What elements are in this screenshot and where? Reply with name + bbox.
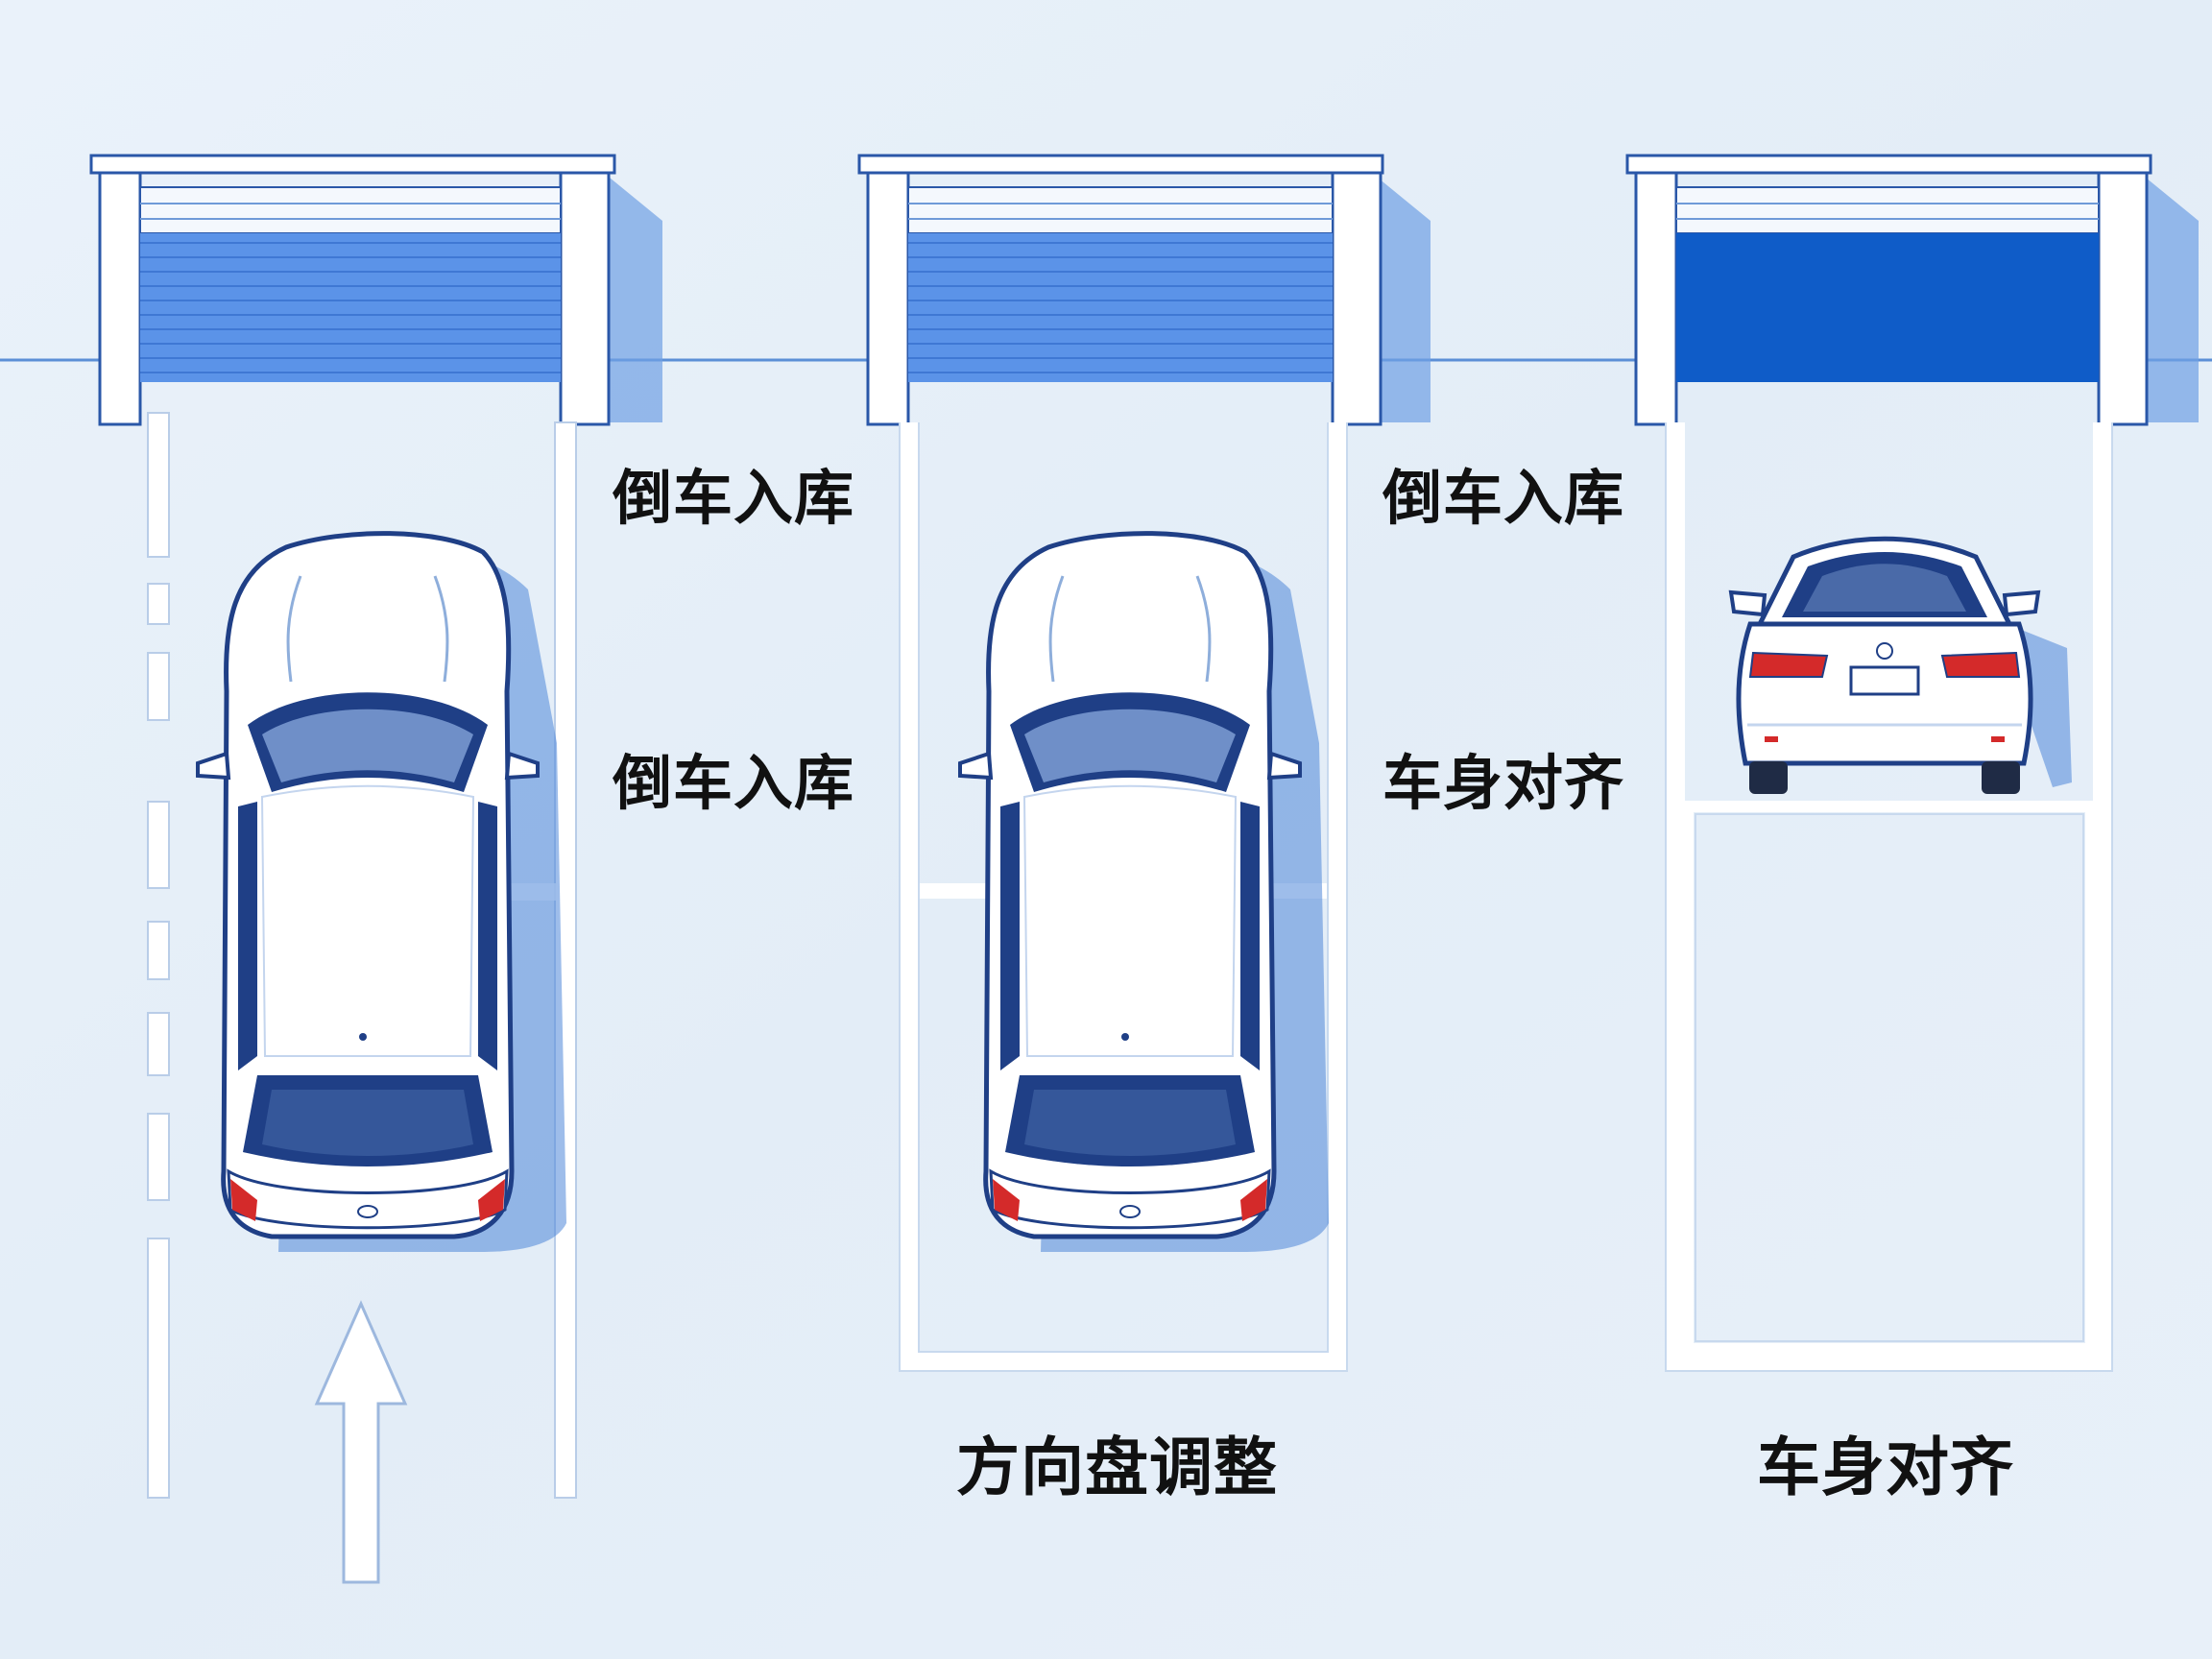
label-reverse-parking-1: 倒车入库 <box>613 463 855 533</box>
label-steering-adjust: 方向盘调整 <box>956 1431 1278 1504</box>
garage-icon <box>89 154 662 426</box>
car-top-view-icon <box>196 531 566 1252</box>
label-reverse-parking-3: 倒车入库 <box>1382 463 1625 533</box>
parking-bay <box>1666 422 2112 1371</box>
label-body-alignment-2: 车身对齐 <box>1757 1431 2014 1504</box>
label-reverse-parking-2: 倒车入库 <box>613 748 855 818</box>
lane-markings <box>147 412 577 1499</box>
garage-icon <box>1625 154 2199 426</box>
garage-icon <box>857 154 1431 426</box>
label-body-alignment-1: 车身对齐 <box>1382 748 1625 818</box>
car-top-view-icon <box>958 531 1329 1252</box>
up-arrow-icon <box>314 1300 408 1584</box>
car-rear-view-icon <box>1728 536 2072 794</box>
